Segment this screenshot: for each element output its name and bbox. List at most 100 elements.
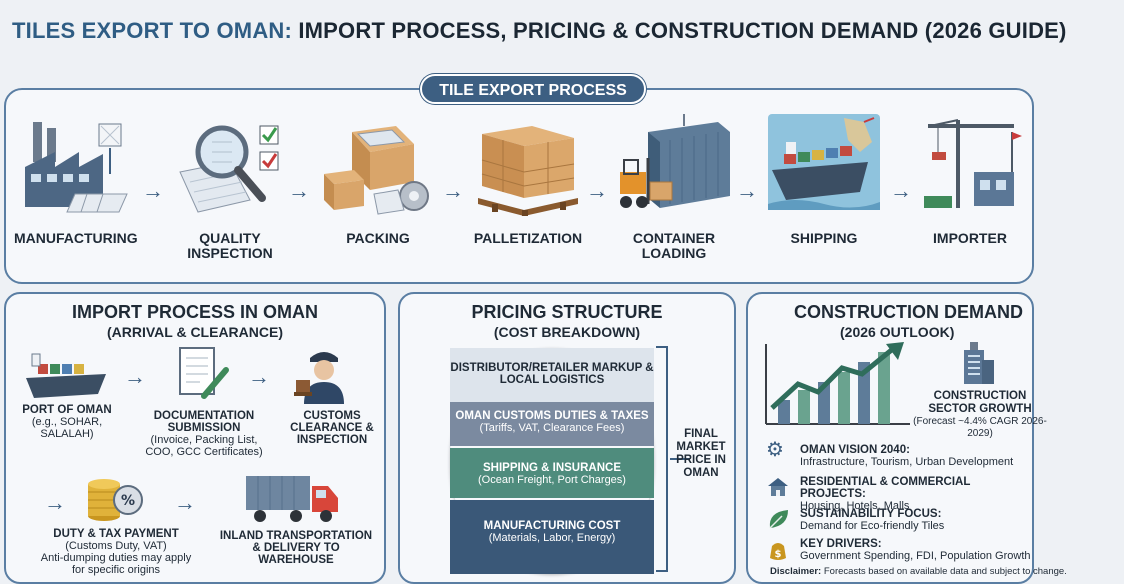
inland-transportation: INLAND TRANSPORTATION & DELIVERY TO WARE…	[216, 530, 376, 566]
price-bracket	[656, 346, 668, 572]
layer-label: SHIPPING & INSURANCE	[482, 462, 622, 474]
construction-demand-panel: CONSTRUCTION DEMAND (2026 OUTLOOK) CONST…	[746, 292, 1067, 584]
money-icon: $	[770, 543, 786, 560]
title-rest: IMPORT PROCESS, PRICING & CONSTRUCTION D…	[292, 18, 1067, 43]
step-label: CONTAINER LOADING	[632, 230, 716, 261]
title-accent: TILES EXPORT TO OMAN:	[12, 18, 293, 43]
layer-label: DISTRIBUTOR/RETAILER MARKUP & LOCAL LOGI…	[450, 362, 654, 386]
document-icon	[179, 347, 229, 399]
disclaimer-label: Disclaimer:	[770, 566, 822, 577]
layer-detail: (Materials, Labor, Energy)	[488, 532, 616, 544]
driver-label: KEY DRIVERS:	[800, 538, 882, 550]
step-label: MANUFACTURING	[14, 230, 138, 246]
price-bracket-tick	[670, 458, 690, 460]
pallet-icon	[478, 126, 578, 216]
step-packing: PACKING	[316, 112, 440, 246]
svg-text:%: %	[121, 493, 135, 509]
cost-layer-manufacturing: MANUFACTURING COST (Materials, Labor, En…	[450, 500, 654, 574]
port-of-oman: PORT OF OMAN (e.g., SOHAR, SALALAH)	[12, 404, 122, 440]
arrow-right-icon: →	[174, 490, 196, 515]
gear-icon: ⚙	[766, 439, 784, 461]
arrow-right-icon: →	[248, 364, 270, 389]
duty-note: Anti-dumping duties may apply for specif…	[40, 552, 192, 576]
driver-detail: Infrastructure, Tourism, Urban Developme…	[800, 456, 1014, 468]
construction-growth: CONSTRUCTION SECTOR GROWTH (Forecast ~4.…	[910, 390, 1050, 440]
customs-label: CUSTOMS CLEARANCE & INSPECTION	[290, 410, 374, 446]
house-icon	[768, 478, 788, 496]
forklift-icon	[620, 114, 730, 208]
duty-detail: (Customs Duty, VAT)	[65, 540, 167, 552]
docs-detail: (Invoice, Packing List, COO, GCC Certifi…	[145, 434, 263, 458]
customs-officer-icon	[294, 352, 344, 404]
layer-detail: (Tariffs, VAT, Clearance Fees)	[479, 422, 625, 434]
step-shipping: SHIPPING	[762, 112, 886, 246]
coins-icon: %	[88, 479, 143, 521]
arrow-right-icon: →	[586, 178, 608, 203]
driver-sustainability: SUSTAINABILITY FOCUS: Demand for Eco-fri…	[766, 508, 944, 532]
port-label: PORT OF OMAN	[22, 404, 112, 416]
pricing-structure-panel: PRICING STRUCTURE (COST BREAKDOWN) DISTR…	[398, 292, 736, 584]
port-detail: (e.g., SOHAR, SALALAH)	[31, 416, 103, 440]
driver-vision-2040: ⚙ OMAN VISION 2040: Infrastructure, Tour…	[766, 439, 1014, 468]
panel-subtitle: (2026 OUTLOOK)	[840, 324, 955, 340]
arrow-right-icon: →	[124, 364, 146, 389]
arrow-right-icon: →	[890, 178, 912, 203]
layer-label: OMAN CUSTOMS DUTIES & TAXES	[455, 410, 649, 422]
step-label: PACKING	[346, 230, 410, 246]
panel-title: CONSTRUCTION DEMAND	[794, 302, 1023, 322]
arrow-right-icon: →	[442, 178, 464, 203]
boxes-icon	[324, 126, 429, 215]
driver-detail: Housing, Hotels, Malls	[800, 500, 910, 512]
driver-label: RESIDENTIAL & COMMERCIAL PROJECTS:	[800, 476, 971, 500]
panel-title: PRICING STRUCTURE	[471, 302, 663, 322]
building-icon	[964, 342, 994, 384]
step-label: QUALITY INSPECTION	[187, 230, 273, 261]
duty-tax-payment: DUTY & TAX PAYMENT (Customs Duty, VAT) A…	[36, 528, 196, 576]
panel-subtitle: (COST BREAKDOWN)	[493, 324, 641, 340]
crane-icon	[924, 119, 1022, 208]
step-label: IMPORTER	[933, 230, 1007, 246]
driver-key-drivers: $ KEY DRIVERS: Government Spending, FDI,…	[766, 538, 1031, 562]
arrow-right-icon: →	[142, 178, 164, 203]
step-manufacturing: MANUFACTURING	[14, 112, 138, 246]
duty-label: DUTY & TAX PAYMENT	[53, 528, 179, 540]
documentation-submission: DOCUMENTATION SUBMISSION (Invoice, Packi…	[144, 410, 264, 458]
step-importer: IMPORTER	[916, 112, 1024, 246]
customs-clearance: CUSTOMS CLEARANCE & INSPECTION	[282, 410, 382, 446]
svg-text:$: $	[775, 549, 782, 560]
factory-icon	[25, 122, 128, 213]
growth-label: CONSTRUCTION SECTOR GROWTH	[928, 390, 1032, 415]
step-label: PALLETIZATION	[473, 230, 583, 246]
arrow-right-icon: →	[736, 178, 758, 203]
import-process-panel: IMPORT PROCESS IN OMAN (ARRIVAL & CLEARA…	[4, 292, 386, 584]
driver-residential-commercial: RESIDENTIAL & COMMERCIAL PROJECTS: Housi…	[766, 476, 1032, 512]
panel-subtitle: (ARRIVAL & CLEARANCE)	[106, 324, 284, 340]
panel-title: IMPORT PROCESS IN OMAN	[71, 302, 318, 322]
arrow-right-icon: →	[44, 490, 66, 515]
disclaimer: Disclaimer: Forecasts based on available…	[770, 566, 1067, 577]
layer-detail: (Ocean Freight, Port Charges)	[478, 474, 626, 486]
page-title: TILES EXPORT TO OMAN: IMPORT PROCESS, PR…	[12, 18, 1066, 44]
truck-icon	[246, 476, 338, 522]
step-container-loading: CONTAINER LOADING	[612, 112, 736, 261]
leaf-icon	[769, 510, 788, 529]
driver-detail: Demand for Eco-friendly Tiles	[800, 520, 945, 532]
step-label: SHIPPING	[790, 230, 858, 246]
arrow-right-icon: →	[288, 178, 310, 203]
driver-detail: Government Spending, FDI, Population Gro…	[800, 550, 1031, 562]
ship-icon	[768, 114, 880, 210]
magnifier-icon	[179, 125, 279, 213]
docs-label: DOCUMENTATION SUBMISSION	[153, 410, 255, 434]
driver-label: SUSTAINABILITY FOCUS:	[800, 508, 942, 520]
cost-layer-distributor: DISTRIBUTOR/RETAILER MARKUP & LOCAL LOGI…	[450, 348, 654, 402]
growth-chart-icon	[765, 342, 910, 425]
cost-layer-customs: OMAN CUSTOMS DUTIES & TAXES (Tariffs, VA…	[450, 402, 654, 446]
disclaimer-text: Forecasts based on available data and su…	[821, 566, 1067, 577]
inland-label: INLAND TRANSPORTATION & DELIVERY TO WARE…	[219, 530, 373, 566]
step-palletization: PALLETIZATION	[466, 112, 590, 246]
growth-detail: (Forecast ~4.4% CAGR 2026-2029)	[913, 416, 1047, 439]
ship-icon	[26, 353, 106, 398]
step-quality-inspection: QUALITY INSPECTION	[168, 112, 292, 261]
export-process-heading: TILE EXPORT PROCESS	[420, 74, 646, 104]
cost-pyramid: DISTRIBUTOR/RETAILER MARKUP & LOCAL LOGI…	[450, 348, 654, 574]
